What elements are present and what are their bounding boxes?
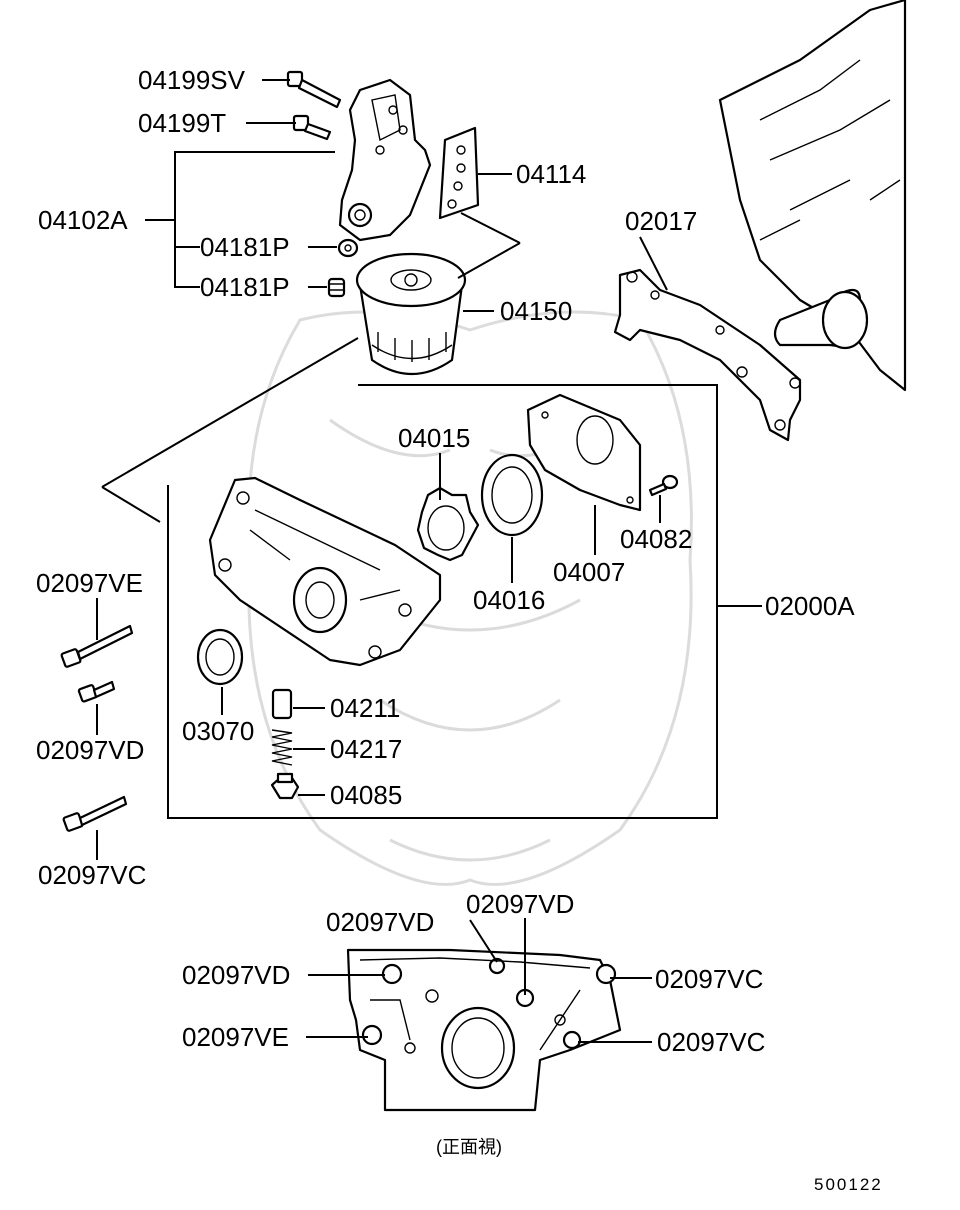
gear-04015: [416, 486, 480, 562]
bolt-04199T: [292, 114, 332, 141]
label-02097VD: 02097VD: [36, 735, 144, 765]
oil-seal-03070: [196, 628, 244, 686]
label-04007: 04007: [553, 557, 625, 587]
label-02097VC: 02097VC: [38, 860, 146, 890]
screw-04082: [648, 474, 679, 497]
bolt-02097VE: [60, 624, 134, 668]
label-front-02097VC-right1: 02097VC: [655, 964, 763, 994]
label-04085: 04085: [330, 780, 402, 810]
label-02097VE: 02097VE: [36, 568, 143, 598]
oil-pump-case: [208, 476, 442, 667]
plunger-04211: [271, 688, 293, 720]
label-front-02097VD-mid: 02097VD: [326, 907, 434, 937]
label-04211: 04211: [330, 693, 400, 723]
oil-filter-bracket: [338, 78, 432, 242]
label-04015: 04015: [398, 423, 470, 453]
label-02017: 02017: [625, 206, 697, 236]
label-04150: 04150: [500, 296, 572, 326]
label-04016: 04016: [473, 585, 545, 615]
front-view-caption: (正面視): [436, 1137, 502, 1157]
label-04217: 04217: [330, 734, 402, 764]
gasket-02017: [613, 268, 802, 442]
bolt-02097VC: [62, 795, 128, 832]
label-04199SV: 04199SV: [138, 65, 246, 95]
plug-04181P-a: [337, 238, 359, 258]
label-04082: 04082: [620, 524, 692, 554]
rotor-04016: [480, 453, 544, 537]
label-front-02097VD-left: 02097VD: [182, 960, 290, 990]
oil-filter-04150: [355, 252, 467, 376]
bolt-02097VD: [77, 680, 116, 703]
label-front-02097VE-left: 02097VE: [182, 1022, 289, 1052]
plug-04181P-b: [327, 277, 346, 298]
label-04114: 04114: [516, 159, 586, 189]
label-02000A: 02000A: [765, 591, 855, 621]
plug-04085: [270, 772, 300, 800]
leader-lines: [96, 79, 762, 1043]
diagram-code: 500122: [814, 1175, 883, 1194]
label-front-02097VC-right2: 02097VC: [657, 1027, 765, 1057]
front-view: [346, 948, 622, 1112]
label-front-02097VD-top: 02097VD: [466, 889, 574, 919]
label-04199T: 04199T: [138, 108, 226, 138]
bolt-04199SV: [286, 70, 342, 109]
label-04181P-b: 04181P: [200, 272, 290, 302]
label-04181P-a: 04181P: [200, 232, 290, 262]
gasket-04114: [438, 126, 480, 220]
part-labels: 04199SV 04199T 04102A 04181P 04181P 0411…: [36, 65, 883, 1194]
pump-cover-04007: [526, 393, 642, 512]
label-03070: 03070: [182, 716, 254, 746]
label-04102A: 04102A: [38, 205, 128, 235]
engine-block: [718, 0, 907, 392]
spring-04217: [271, 729, 293, 766]
